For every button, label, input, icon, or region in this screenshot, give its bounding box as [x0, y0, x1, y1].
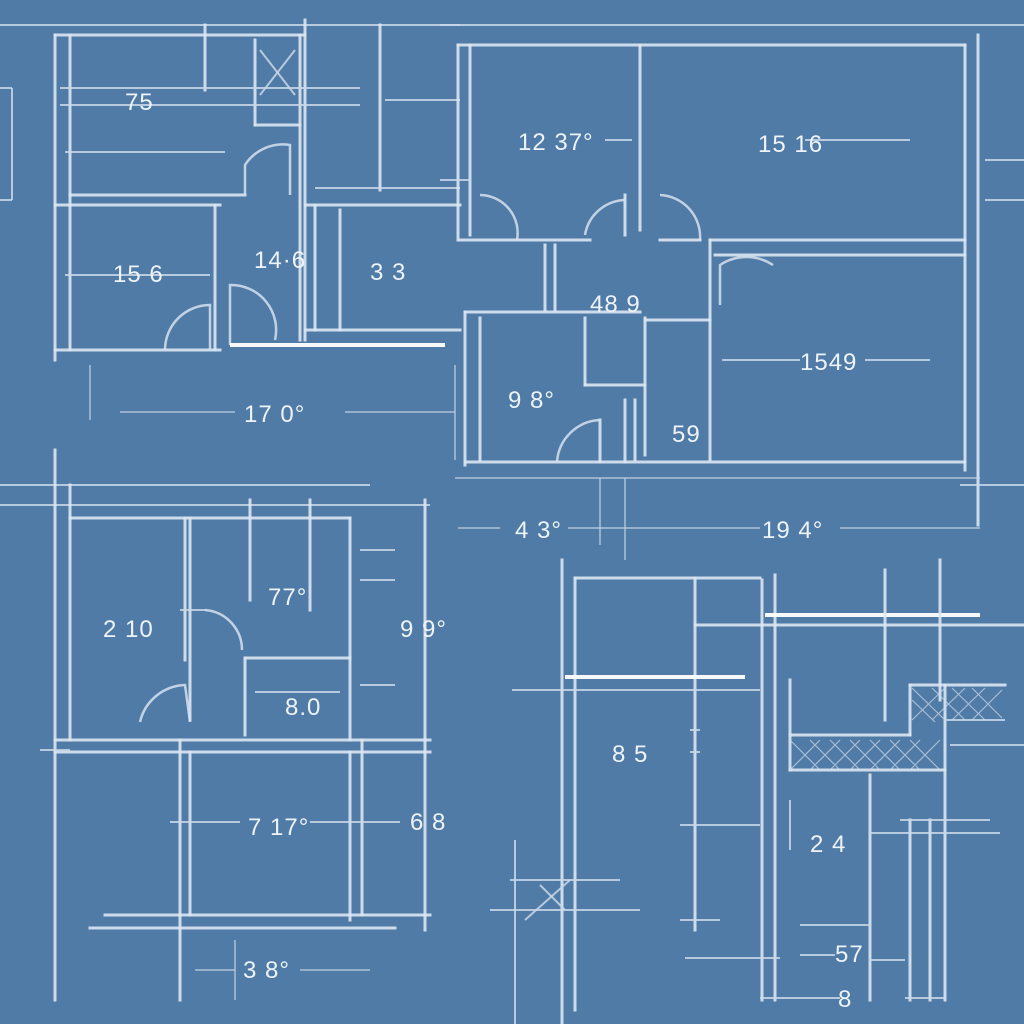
label-room-e: 14·6 [254, 247, 306, 274]
label-room-h: 9 8° [508, 387, 555, 414]
label-room-g: 48 9 [590, 291, 641, 318]
label-dim-c: 19 4° [762, 517, 823, 544]
label-room-a: 75 [125, 89, 154, 116]
block-bottom-left [0, 448, 432, 1002]
label-room-t: 8 [838, 986, 852, 1013]
label-room-r: 2 4 [810, 831, 846, 858]
dimension-labels: 75 12 37° 15 16 15 6 14·6 3 3 48 9 9 8° … [103, 89, 864, 1013]
label-room-n: 8.0 [285, 694, 321, 721]
label-room-d: 15 6 [113, 261, 164, 288]
label-room-s: 57 [835, 941, 864, 968]
label-room-o: 7 17° [248, 814, 309, 841]
block-top-right [440, 24, 1024, 560]
label-room-i: 1549 [800, 349, 857, 376]
block-top-left [0, 18, 462, 460]
label-room-l: 77° [268, 584, 307, 611]
label-dim-a: 17 0° [244, 401, 305, 428]
block-bottom-right [490, 558, 1024, 1024]
label-room-q: 8 5 [612, 741, 648, 768]
label-room-j: 59 [672, 421, 701, 448]
label-room-m: 9 9° [400, 616, 447, 643]
label-room-k: 2 10 [103, 616, 154, 643]
label-dim-b: 4 3° [515, 517, 562, 544]
label-room-f: 3 3 [370, 259, 406, 286]
label-room-p: 6 8 [410, 809, 446, 836]
label-room-b: 12 37° [518, 129, 594, 156]
label-room-c: 15 16 [758, 131, 823, 158]
label-dim-d: 3 8° [243, 957, 290, 984]
